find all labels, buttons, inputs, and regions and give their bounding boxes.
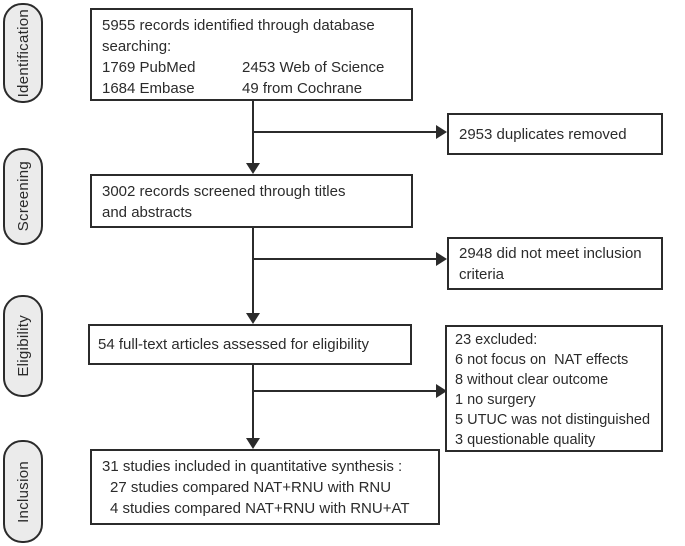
box-studies-included: 31 studies included in quantitative synt… bbox=[90, 449, 440, 525]
box-duplicates-removed: 2953 duplicates removed bbox=[447, 113, 663, 155]
arrow-fulltext-to-included-line bbox=[252, 364, 254, 438]
stage-inclusion-label: Inclusion bbox=[14, 460, 32, 523]
records-screened-line2: and abstracts bbox=[102, 204, 193, 221]
arrow-to-excluded-head bbox=[436, 384, 447, 398]
stage-identification: Identification bbox=[3, 3, 43, 103]
box-records-screened: 3002 records screened through titles and… bbox=[90, 174, 413, 228]
source-web-of-science: 2453 Web of Science bbox=[242, 59, 385, 76]
excluded-reason: 5 UTUC was not distinguished bbox=[455, 412, 651, 428]
stage-screening-label: Screening bbox=[14, 161, 32, 232]
source-cochrane: 49 from Cochrane bbox=[242, 80, 363, 97]
duplicates-removed-text: 2953 duplicates removed bbox=[459, 125, 627, 143]
box-records-identified: 5955 records identified through database… bbox=[90, 8, 413, 101]
excluded-reason: 6 not focus on NAT effects bbox=[455, 352, 629, 368]
included-title: 31 studies included in quantitative synt… bbox=[102, 458, 403, 475]
source-row: 1769 PubMed 2453 Web of Science bbox=[102, 57, 401, 78]
stage-eligibility-label: Eligibility bbox=[14, 315, 32, 377]
included-detail: 4 studies compared NAT+RNU with RNU+AT bbox=[110, 500, 410, 517]
records-screened-line1: 3002 records screened through titles bbox=[102, 183, 346, 200]
arrow-to-not-meeting-line bbox=[253, 258, 436, 260]
source-row: 1684 Embase 49 from Cochrane bbox=[102, 78, 401, 99]
records-identified-line1: 5955 records identified through database bbox=[102, 17, 375, 34]
excluded-reason: 8 without clear outcome bbox=[455, 372, 609, 388]
arrow-fulltext-to-included-head bbox=[246, 438, 260, 449]
stage-identification-label: Identification bbox=[14, 8, 32, 98]
arrow-to-duplicates-line bbox=[253, 131, 436, 133]
arrow-screened-to-fulltext-head bbox=[246, 313, 260, 324]
box-fulltext-assessed: 54 full-text articles assessed for eligi… bbox=[88, 324, 412, 365]
included-detail: 27 studies compared NAT+RNU with RNU bbox=[110, 479, 392, 496]
arrow-screened-to-fulltext-line bbox=[252, 227, 254, 313]
arrow-identified-to-screened-head bbox=[246, 163, 260, 174]
stage-eligibility: Eligibility bbox=[3, 295, 43, 397]
stage-inclusion: Inclusion bbox=[3, 440, 43, 543]
not-meeting-line2: criteria bbox=[459, 266, 505, 283]
excluded-title: 23 excluded: bbox=[455, 332, 538, 348]
arrow-to-duplicates-head bbox=[436, 125, 447, 139]
stage-screening: Screening bbox=[3, 148, 43, 245]
box-not-meeting-criteria: 2948 did not meet inclusion criteria bbox=[447, 237, 663, 290]
records-identified-line2: searching: bbox=[102, 38, 172, 55]
box-excluded-reasons: 23 excluded: 6 not focus on NAT effects … bbox=[445, 325, 663, 452]
fulltext-assessed-text: 54 full-text articles assessed for eligi… bbox=[98, 336, 369, 353]
arrow-to-excluded-line bbox=[253, 390, 436, 392]
excluded-reason: 1 no surgery bbox=[455, 392, 536, 408]
not-meeting-line1: 2948 did not meet inclusion bbox=[459, 245, 642, 262]
source-pubmed: 1769 PubMed bbox=[102, 59, 196, 76]
excluded-reason: 3 questionable quality bbox=[455, 432, 596, 448]
arrow-to-not-meeting-head bbox=[436, 252, 447, 266]
source-embase: 1684 Embase bbox=[102, 80, 195, 97]
